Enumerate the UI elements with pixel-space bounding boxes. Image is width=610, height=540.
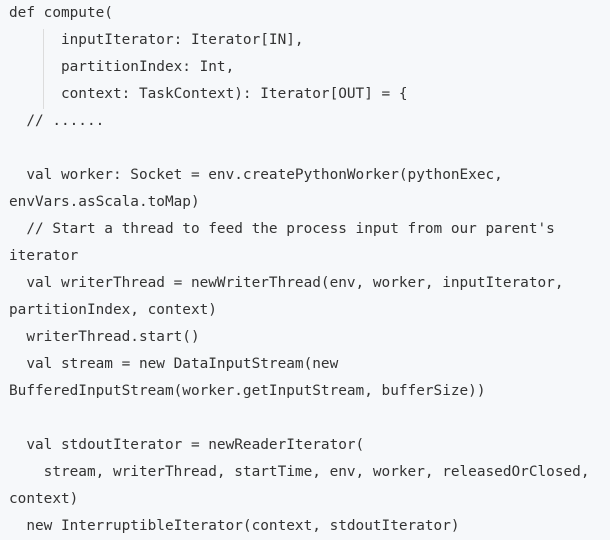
code-line: // ...... bbox=[9, 113, 105, 129]
code-line: val stdoutIterator = newReaderIterator( bbox=[9, 437, 365, 453]
code-line: BufferedInputStream(worker.getInputStrea… bbox=[9, 383, 486, 399]
code-line: writerThread.start() bbox=[9, 329, 200, 345]
code-line: val writerThread = newWriterThread(env, … bbox=[9, 275, 564, 291]
code-line: new InterruptibleIterator(context, stdou… bbox=[9, 518, 460, 534]
code-line: def compute( bbox=[9, 5, 113, 21]
code-line: stream, writerThread, startTime, env, wo… bbox=[9, 464, 590, 480]
code-line: partitionIndex: Int, bbox=[9, 59, 235, 75]
code-line: val worker: Socket = env.createPythonWor… bbox=[9, 167, 503, 183]
code-line: // Start a thread to feed the process in… bbox=[9, 221, 555, 237]
code-line bbox=[9, 405, 610, 432]
code-line: context: TaskContext): Iterator[OUT] = { bbox=[9, 86, 408, 102]
code-line: iterator bbox=[9, 248, 79, 264]
code-line: val stream = new DataInputStream(new bbox=[9, 356, 339, 372]
code-line: context) bbox=[9, 491, 79, 507]
code-line: inputIterator: Iterator[IN], bbox=[9, 32, 304, 48]
indent-guide bbox=[43, 29, 44, 109]
code-line: partitionIndex, context) bbox=[9, 302, 217, 318]
code-line: envVars.asScala.toMap) bbox=[9, 194, 200, 210]
code-line bbox=[9, 135, 610, 162]
